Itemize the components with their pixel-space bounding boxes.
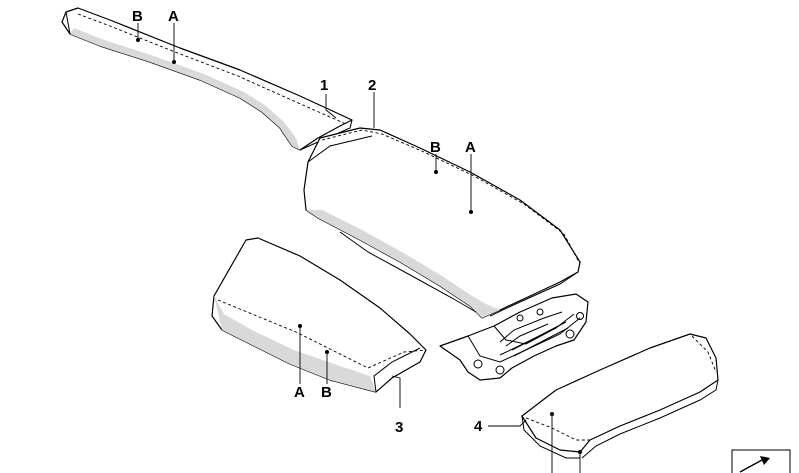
trim-strip-part-1 [61,7,353,151]
hinge-bracket [439,293,589,381]
corner-arrow-icon [731,449,791,473]
callout-part-3: 3 [395,419,403,436]
callout-pad3-b: B [321,384,332,401]
side-pad-part-3 [211,237,427,393]
callout-lid-b: B [430,139,441,156]
callout-part-4: 4 [474,418,483,435]
leader-lines [137,23,581,473]
callout-pad3-a: A [294,384,305,401]
callout-part-1: 1 [320,77,328,94]
callout-part-2: 2 [368,77,376,94]
reference-dots [136,38,582,454]
callout-labels: 1 2 3 4 B A B A A B [132,8,483,436]
pad-part-4 [521,333,719,459]
callout-strip-b: B [132,8,143,25]
callout-strip-a: A [168,8,179,25]
callout-lid-a: A [465,139,476,156]
armrest-lid-part-2 [303,127,581,319]
